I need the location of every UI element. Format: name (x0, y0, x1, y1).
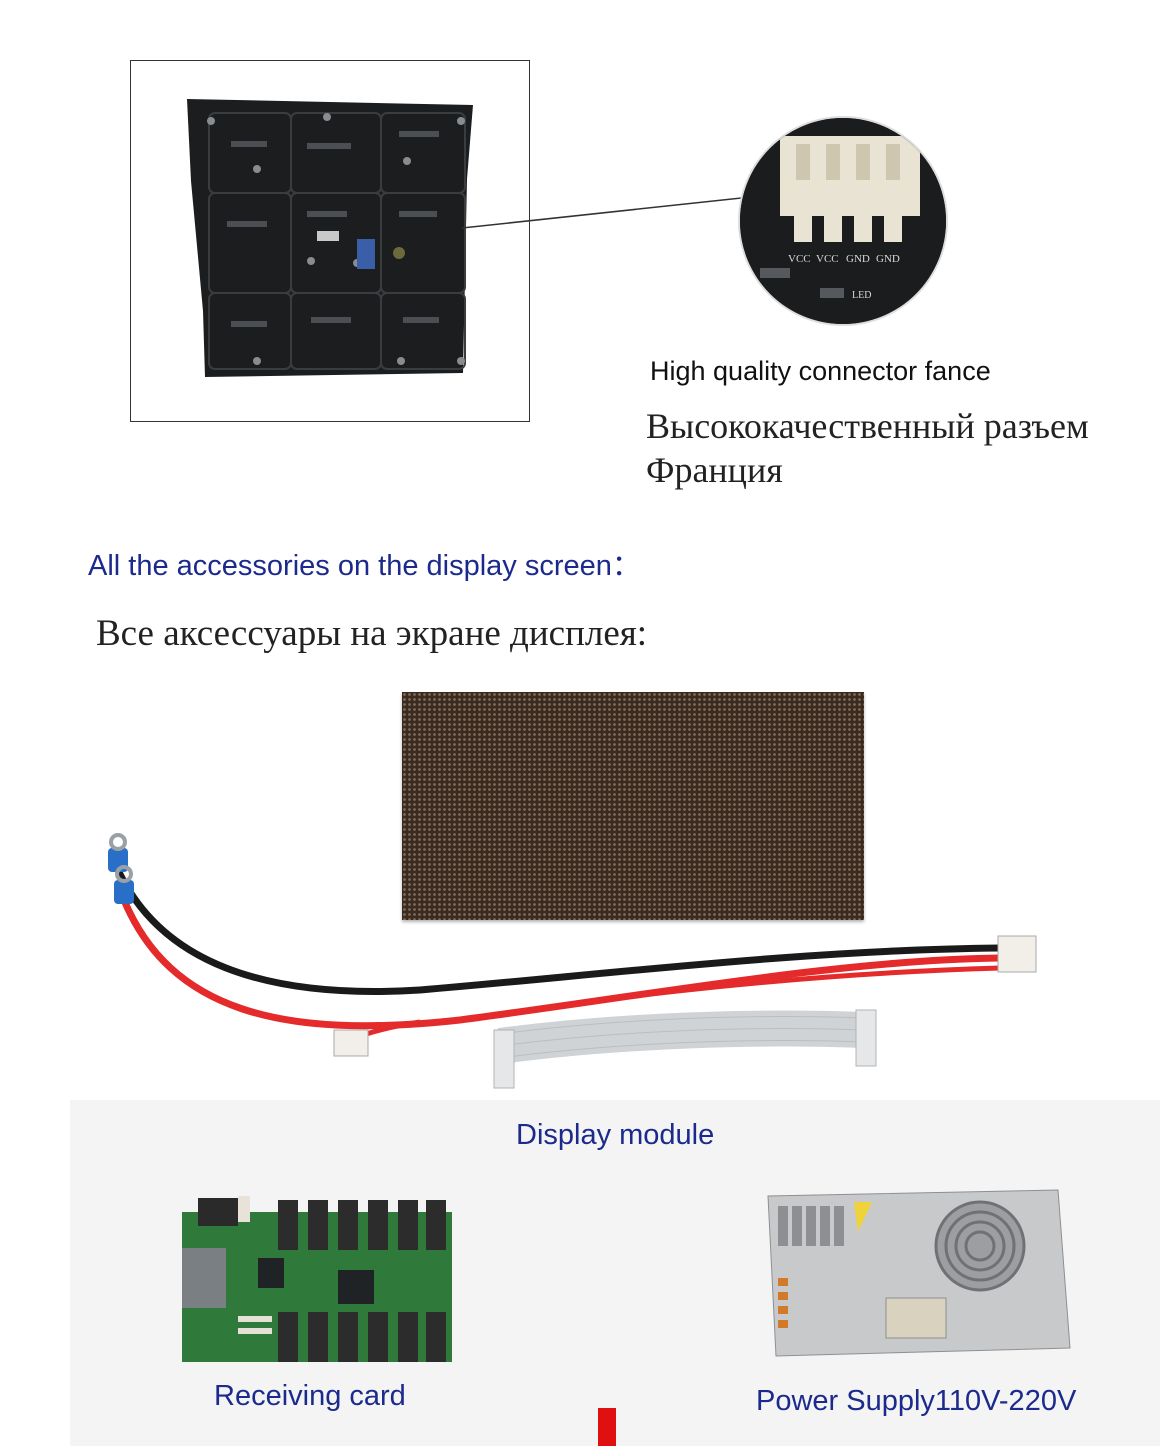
pin-label-4: GND (876, 253, 900, 265)
power-supply-image (767, 1189, 1071, 1357)
display-module-caption: Display module (516, 1119, 715, 1151)
pin-label-3: GND (846, 253, 870, 265)
red-marker (598, 1408, 616, 1446)
receiving-card-image (182, 1196, 452, 1362)
receiving-card-caption: Receiving card (214, 1380, 406, 1412)
pcb-back-image (187, 99, 473, 377)
connector-caption-en: High quality connector fance (650, 356, 991, 386)
connector-caption-ru-line2: Франция (646, 450, 783, 490)
accessories-heading-ru: Все аксессуары на экране дисплея: (96, 613, 648, 654)
ring-terminal-bottom (114, 865, 134, 904)
power-supply-caption: Power Supply110V-220V (756, 1385, 1077, 1417)
cables-image (108, 833, 1037, 1089)
connector-caption-ru-line1: Высококачественный разъем (646, 406, 1089, 446)
accessories-heading-en: All the accessories on the display scree… (88, 550, 641, 582)
callout-line (461, 195, 761, 229)
pin-label-1: VCC (788, 253, 811, 265)
pin-label-2: VCC (816, 253, 839, 265)
connector-zoom-image: VCC VCC GND GND LED (740, 118, 946, 324)
silk-label-led: LED (852, 290, 871, 301)
led-display-module-image (402, 692, 864, 920)
pcb-photo-frame (130, 60, 530, 422)
